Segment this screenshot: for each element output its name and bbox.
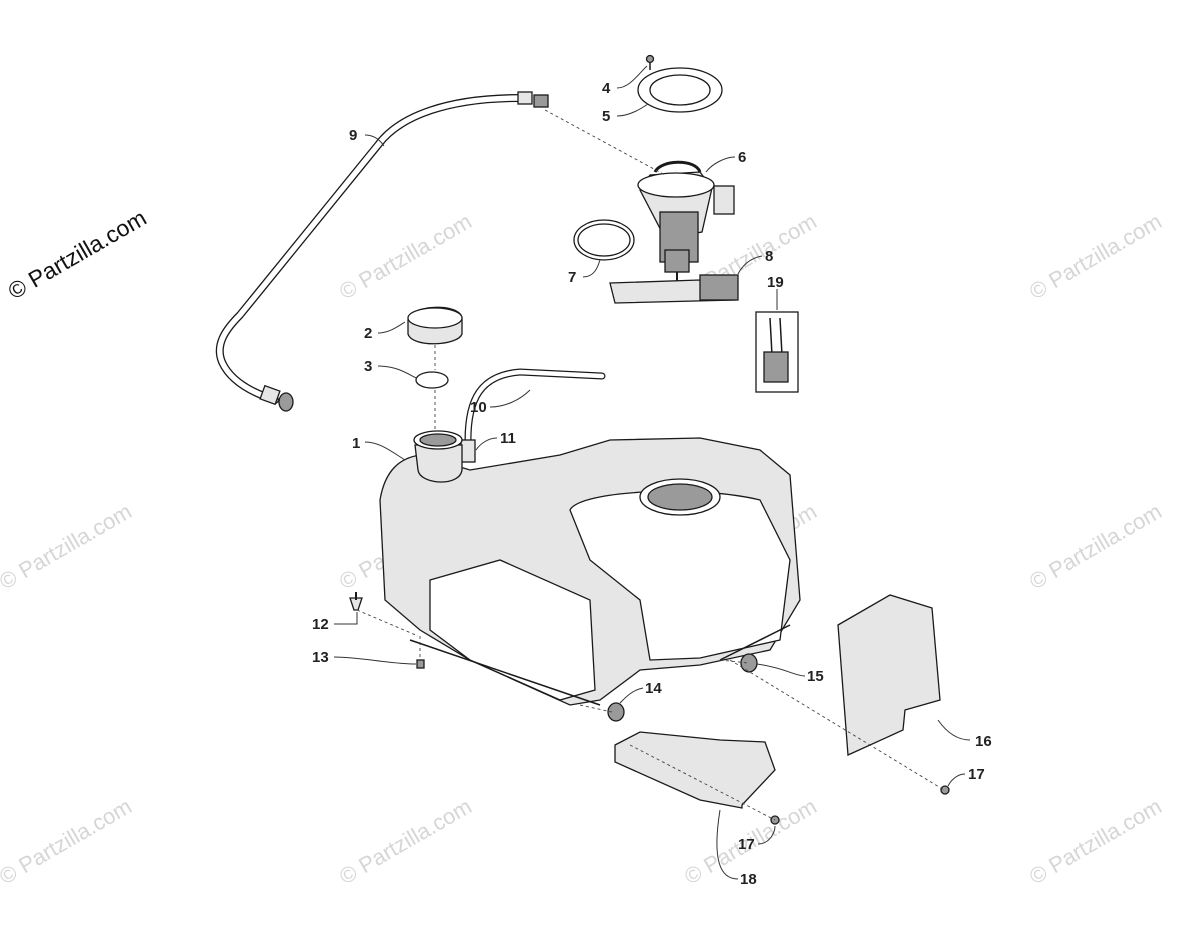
fuel-pump-assembly bbox=[637, 160, 735, 295]
callout-17-right: 17 bbox=[968, 766, 985, 783]
leader-lines bbox=[333, 65, 971, 880]
grommet-left bbox=[607, 702, 625, 722]
callout-2: 2 bbox=[364, 325, 372, 342]
cap-gasket bbox=[415, 371, 449, 389]
pump-o-ring-inner bbox=[577, 223, 631, 257]
watermark-text: © Partzilla.com bbox=[335, 209, 476, 305]
callout-12: 12 bbox=[312, 616, 329, 633]
callout-16: 16 bbox=[975, 733, 992, 750]
callout-7: 7 bbox=[568, 269, 576, 286]
callout-1: 1 bbox=[352, 435, 360, 452]
callout-3: 3 bbox=[364, 358, 372, 375]
watermark-main-text: © Partzilla.com bbox=[4, 204, 151, 304]
heat-shield-right bbox=[837, 594, 941, 756]
callout-13: 13 bbox=[312, 649, 329, 666]
wiring-connector-kit bbox=[755, 311, 799, 393]
fuel-level-sender bbox=[609, 274, 739, 304]
callout-6: 6 bbox=[738, 149, 746, 166]
watermark-text: © Partzilla.com bbox=[0, 499, 136, 595]
watermark-text: © Partzilla.com bbox=[1025, 499, 1166, 595]
vent-tube bbox=[460, 368, 606, 463]
callout-19: 19 bbox=[767, 274, 784, 291]
callout-14: 14 bbox=[645, 680, 662, 697]
callout-18: 18 bbox=[740, 871, 757, 888]
assembly-lines bbox=[356, 109, 945, 821]
vent-hose bbox=[215, 91, 549, 412]
callout-4: 4 bbox=[602, 80, 611, 97]
callout-15: 15 bbox=[807, 668, 824, 685]
callout-11: 11 bbox=[500, 430, 516, 447]
watermark-text: © Partzilla.com bbox=[1025, 209, 1166, 305]
screw-and-gasket bbox=[637, 54, 723, 113]
callout-17-lower: 17 bbox=[738, 836, 755, 853]
callout-5: 5 bbox=[602, 108, 610, 125]
callout-9: 9 bbox=[349, 127, 357, 144]
callout-8: 8 bbox=[765, 248, 773, 265]
heat-shield-lower bbox=[614, 731, 776, 809]
grommet-right bbox=[740, 653, 758, 673]
callout-10: 10 bbox=[470, 399, 487, 416]
watermark-text: © Partzilla.com bbox=[335, 794, 476, 890]
watermark-text: © Partzilla.com bbox=[0, 794, 136, 890]
fuel-cap bbox=[407, 306, 463, 345]
watermark-text: © Partzilla.com bbox=[1025, 794, 1166, 890]
fuel-tank bbox=[379, 430, 801, 706]
callout-labels: 1 2 3 4 5 6 7 8 9 10 11 12 13 14 15 16 1… bbox=[312, 80, 992, 888]
